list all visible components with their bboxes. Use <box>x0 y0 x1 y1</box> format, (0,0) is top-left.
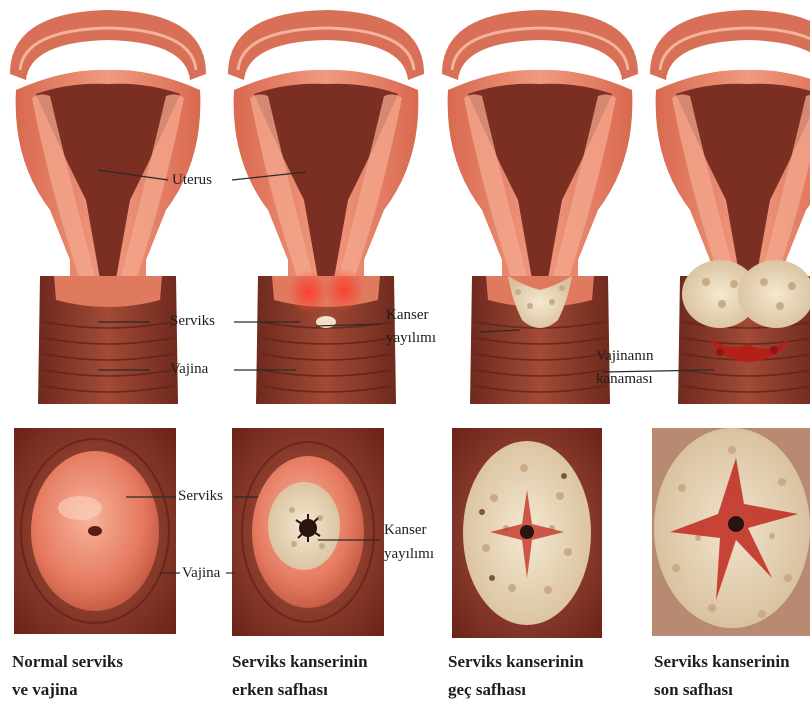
label-vajina-top: Vajina <box>170 361 208 378</box>
label-serviks-top: Serviks <box>170 313 215 330</box>
caption-line: Serviks kanserinin <box>232 648 368 676</box>
label-kanama-2: kanaması <box>596 371 653 388</box>
cervix-final <box>652 428 810 636</box>
label-kanama-1: Vajinanın <box>596 348 654 365</box>
caption-line: Serviks kanserinin <box>448 648 584 676</box>
cervix-early <box>232 428 384 636</box>
caption-line: erken safhası <box>232 676 368 704</box>
caption-normal: Normal serviks ve vajina <box>12 648 123 704</box>
uterus-late <box>442 10 638 404</box>
caption-line: geç safhası <box>448 676 584 704</box>
label-kanser-top-1: Kanser <box>386 307 428 324</box>
caption-final: Serviks kanserinin son safhası <box>654 648 790 704</box>
cervix-normal <box>14 428 176 634</box>
label-vajina-bottom: Vajina <box>182 565 220 582</box>
caption-line: son safhası <box>654 676 790 704</box>
label-uterus: Uterus <box>172 172 212 189</box>
cervix-late <box>452 428 602 638</box>
caption-line: ve vajina <box>12 676 123 704</box>
label-kanser-top-2: yayılımı <box>386 330 436 347</box>
caption-line: Serviks kanserinin <box>654 648 790 676</box>
caption-late: Serviks kanserinin geç safhası <box>448 648 584 704</box>
label-kanser-bottom-2: yayılımı <box>384 546 434 563</box>
caption-line: Normal serviks <box>12 648 123 676</box>
caption-early: Serviks kanserinin erken safhası <box>232 648 368 704</box>
uterus-final <box>650 10 810 404</box>
label-kanser-bottom-1: Kanser <box>384 522 426 539</box>
uterus-normal <box>10 10 206 404</box>
label-serviks-bottom: Serviks <box>178 488 223 505</box>
